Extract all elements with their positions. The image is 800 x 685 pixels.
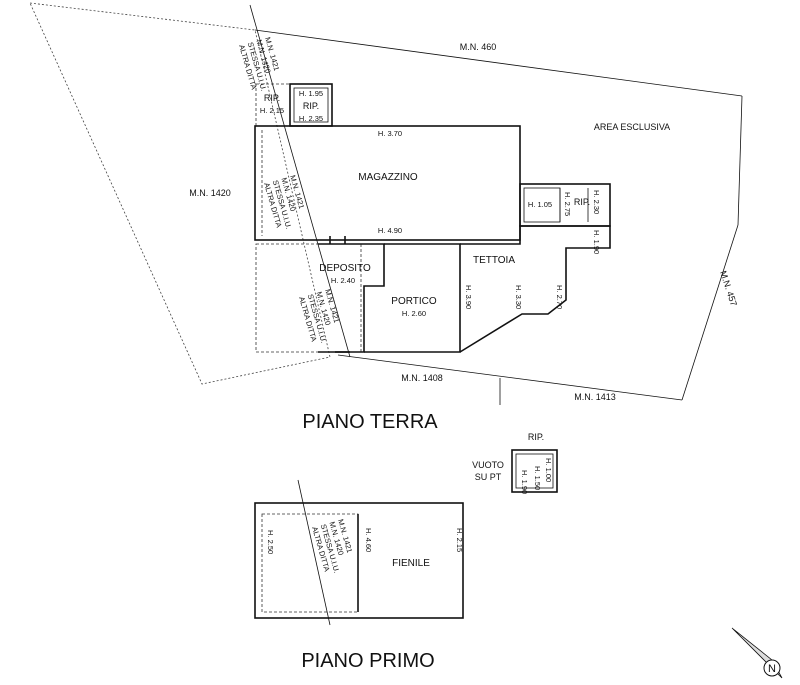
vuoto-line-1: VUOTO xyxy=(472,460,504,470)
height-rip-first-3: H. 1.90 xyxy=(520,470,529,494)
height-first-left: H. 2.50 xyxy=(266,530,275,554)
deposito-dashed xyxy=(255,243,362,353)
height-first-right: H. 2.15 xyxy=(455,528,464,552)
room-magazzino: MAGAZZINO xyxy=(358,172,418,183)
room-fienile: FIENILE xyxy=(392,558,430,569)
boundary-mn1413 xyxy=(337,354,683,401)
height-magazzino-bottom: H. 4.90 xyxy=(378,226,402,235)
magazzino-wall xyxy=(254,125,521,241)
site-boundaries xyxy=(29,2,743,405)
label-mn460: M.N. 460 xyxy=(460,42,497,52)
vuoto-line-2: SU PT xyxy=(475,472,502,482)
line-mn1421 xyxy=(249,4,351,358)
note-low: M.N. 1421 M.N. 1420 STESSA U.I.U. ALTRA … xyxy=(297,288,341,344)
height-rip-b-bottom: H. 2.35 xyxy=(299,114,323,123)
room-rip-b: RIP. xyxy=(303,101,319,111)
height-tettoia-3: H. 2.70 xyxy=(555,285,564,309)
note-top: M.N. 1421 M.N. 1420 STESSA U.I.U. ALTRA … xyxy=(237,36,281,92)
height-deposito: H. 2.40 xyxy=(331,276,355,285)
parcel-1420-boundary xyxy=(29,2,331,385)
height-tettoia-1: H. 3.90 xyxy=(464,285,473,309)
north-circle xyxy=(763,659,781,677)
height-rip-first-1: H. 1.00 xyxy=(544,458,553,482)
height-magazzino-top: H. 3.70 xyxy=(378,129,402,138)
height-rip-c-4: H. 1.90 xyxy=(592,230,601,254)
north-arrow: N xyxy=(731,627,783,679)
height-rip-b-top: H. 1.95 xyxy=(299,89,323,98)
label-mn457: M.N. 457 xyxy=(718,270,739,308)
height-rip-first-2: H. 1.50 xyxy=(533,466,542,490)
room-rip-a: RIP. xyxy=(264,93,280,103)
first-floor-building xyxy=(254,449,558,626)
rip-first-inner xyxy=(515,453,554,489)
line-mn1421-first xyxy=(297,479,331,626)
room-portico: PORTICO xyxy=(391,296,437,307)
height-rip-a: H. 2.15 xyxy=(260,106,284,115)
room-rip-c: RIP. xyxy=(574,197,590,207)
fienile-outer xyxy=(254,502,464,619)
height-tettoia-2: H. 3.30 xyxy=(514,285,523,309)
ground-floor-building xyxy=(254,83,611,353)
height-rip-c-3: H. 2.30 xyxy=(592,190,601,214)
first-floor-labels: RIP. VUOTO SU PT H. 1.90 H. 1.50 H. 1.00… xyxy=(266,432,553,569)
height-rip-c-2: H. 2.75 xyxy=(563,192,572,216)
deposito-wall xyxy=(318,243,385,353)
label-mn1408: M.N. 1408 xyxy=(401,373,443,383)
north-letter: N xyxy=(768,663,776,675)
title-piano-terra: PIANO TERRA xyxy=(302,411,438,433)
rip-b-inner xyxy=(293,87,329,123)
room-deposito: DEPOSITO xyxy=(319,263,371,274)
height-rip-c-1: H. 1.05 xyxy=(528,200,552,209)
room-tettoia: TETTOIA xyxy=(473,255,515,266)
rip-first-wall xyxy=(511,449,558,493)
tettoia-wall xyxy=(459,225,611,353)
label-mn1420: M.N. 1420 xyxy=(189,188,231,198)
height-first-mid: H. 4.60 xyxy=(364,528,373,552)
portico-wall xyxy=(364,243,461,353)
boundary-mn460 xyxy=(254,29,743,97)
boundary-east-1 xyxy=(737,95,743,226)
note-mid: M.N. 1421 M.N. 1420 STESSA U.I.U. ALTRA … xyxy=(262,174,306,230)
room-rip-first: RIP. xyxy=(528,432,544,442)
boundary-mn457 xyxy=(681,224,739,401)
label-mn1413: M.N. 1413 xyxy=(574,392,616,402)
label-area-esclusiva: AREA ESCLUSIVA xyxy=(594,122,670,132)
title-piano-primo: PIANO PRIMO xyxy=(301,650,434,672)
height-portico: H. 2.60 xyxy=(402,309,426,318)
ground-room-labels: RIP. H. 2.15 H. 1.95 RIP. H. 2.35 H. 3.7… xyxy=(260,89,601,318)
